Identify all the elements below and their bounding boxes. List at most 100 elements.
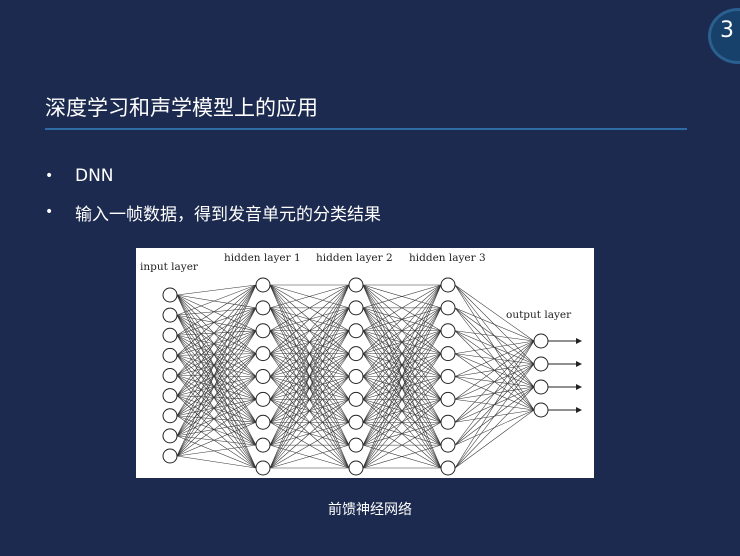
network-edge	[362, 284, 442, 469]
network-edge	[176, 330, 257, 356]
network-edge	[454, 409, 535, 469]
network-edge	[269, 284, 350, 400]
network-edge	[362, 284, 442, 309]
network-edge	[176, 307, 257, 376]
network-edge	[176, 294, 257, 423]
network-edge	[176, 335, 257, 377]
network-edge	[176, 307, 257, 316]
network-edge	[362, 444, 442, 469]
page-number: 3	[720, 18, 734, 43]
layer-label-hidden-1: hidden layer 1	[224, 252, 301, 264]
network-edge	[176, 421, 257, 457]
layer-label-output: output layer	[506, 309, 572, 321]
network-edge	[176, 421, 257, 437]
network-edge	[176, 284, 257, 316]
network-edge	[176, 375, 257, 469]
slide-title: 深度学习和声学模型上的应用	[45, 96, 318, 120]
hidden-node	[255, 460, 271, 476]
network-edge	[176, 435, 257, 469]
network-edge	[176, 284, 257, 457]
network-edge	[176, 294, 257, 354]
network-edge	[176, 294, 257, 332]
hidden-node	[348, 414, 364, 430]
hidden-node	[440, 369, 456, 384]
hidden-node	[255, 391, 271, 407]
network-edge	[176, 330, 257, 336]
input-node	[162, 287, 178, 303]
hidden-node	[255, 369, 271, 384]
network-edge	[176, 355, 257, 446]
network-edge	[176, 284, 257, 296]
network-edge	[176, 455, 257, 469]
input-node	[162, 347, 178, 363]
hidden-node	[348, 346, 364, 362]
network-edge	[176, 314, 257, 354]
hidden-node	[348, 277, 364, 293]
network-edge	[176, 335, 257, 469]
network-edge	[176, 284, 257, 376]
network-edge	[176, 307, 257, 356]
network-edge	[362, 399, 442, 469]
hidden-node	[255, 300, 271, 316]
network-edge	[176, 395, 257, 400]
hidden-node	[440, 460, 456, 476]
network-edge	[269, 284, 350, 354]
network-edge	[176, 355, 257, 377]
network-edge	[176, 330, 257, 437]
network-edge	[176, 314, 257, 332]
network-edge	[176, 399, 257, 437]
network-edge	[176, 375, 257, 446]
bullet-item: • DNN	[45, 158, 381, 194]
hidden-node	[348, 437, 364, 453]
network-edge	[269, 307, 350, 469]
bullet-text: DNN	[75, 166, 114, 186]
hidden-node	[440, 437, 456, 453]
network-edge	[362, 353, 442, 469]
network-edge	[176, 399, 257, 457]
network-edge	[454, 340, 535, 354]
network-edge	[176, 284, 257, 416]
network-edge	[176, 335, 257, 446]
network-edge	[176, 375, 257, 423]
hidden-node	[348, 323, 364, 339]
network-edge	[362, 284, 442, 377]
network-edge	[176, 353, 257, 376]
network-edge	[176, 376, 257, 437]
network-edge	[362, 307, 442, 469]
layer-label-hidden-3: hidden layer 3	[409, 252, 486, 264]
network-edge	[176, 376, 257, 396]
hidden-node	[348, 391, 364, 407]
network-edge	[454, 363, 535, 469]
bullet-item: • 输入一帧数据，得到发音单元的分类结果	[45, 194, 381, 230]
network-edge	[176, 284, 257, 437]
network-edge	[176, 355, 257, 469]
network-edge	[362, 422, 442, 469]
neural-network-diagram: input layer hidden layer 1 hidden layer …	[140, 252, 582, 476]
network-edge	[176, 284, 257, 356]
hidden-node	[348, 369, 364, 384]
network-edge	[176, 314, 257, 469]
network-edge	[176, 314, 257, 377]
hidden-node	[255, 346, 271, 362]
bullet-text: 输入一帧数据，得到发音单元的分类结果	[75, 204, 381, 225]
output-node	[533, 333, 549, 349]
network-edge	[362, 330, 442, 469]
network-edge	[176, 334, 257, 354]
network-edge	[269, 284, 350, 423]
network-edge	[176, 307, 257, 336]
network-edge	[176, 335, 257, 423]
hidden-node	[440, 346, 456, 362]
layer-label-hidden-2: hidden layer 2	[316, 252, 393, 264]
bullet-list: • DNN • 输入一帧数据，得到发音单元的分类结果	[45, 158, 381, 230]
network-edge	[454, 340, 535, 423]
network-edge	[176, 294, 257, 400]
input-node	[162, 428, 178, 444]
network-edge	[269, 284, 350, 331]
network-edge	[454, 340, 535, 446]
network-edge	[269, 353, 350, 469]
network-edge	[176, 415, 257, 469]
network-edge	[176, 294, 257, 309]
network-edge	[176, 314, 257, 400]
network-edge	[176, 353, 257, 356]
